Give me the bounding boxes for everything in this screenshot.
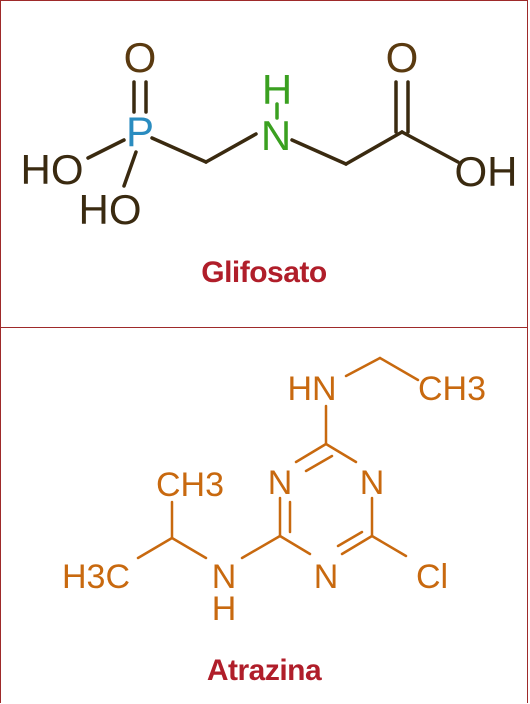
atom-ho-bottom: HO: [79, 186, 142, 233]
bond-c-oh: [400, 130, 460, 164]
glifosato-panel: O P HO HO H N O OH Glifosato: [0, 0, 528, 327]
atom-n-ring-left: N: [268, 464, 293, 502]
atom-cl: Cl: [416, 558, 448, 596]
bond-c-ch3: [378, 356, 420, 382]
glifosato-structure: O P HO HO H N O OH: [21, 34, 518, 233]
atom-n-amine: N: [212, 558, 237, 596]
bond-p-ho-bottom: [122, 150, 138, 188]
bond-p-c: [150, 136, 208, 164]
atom-oh-right: OH: [455, 148, 518, 195]
ring-bond-6: [340, 534, 374, 556]
atrazina-caption: Atrazina: [206, 654, 322, 687]
glifosato-caption: Glifosato: [201, 256, 327, 289]
atom-ho-left: HO: [21, 146, 84, 193]
atrazina-structure: HN CH3 CH3 N N N H3C N H Cl: [62, 356, 486, 628]
atom-ch3-left: CH3: [156, 466, 224, 504]
atom-h: H: [262, 66, 292, 113]
atom-o-acid: O: [386, 34, 419, 81]
ring-bond-6-inner: [336, 530, 364, 548]
atom-p: P: [126, 108, 154, 155]
atom-n: N: [261, 112, 291, 159]
atom-o-top: O: [124, 34, 157, 81]
atom-n-ring-bottom: N: [314, 558, 339, 596]
bond-c-c: [344, 130, 404, 166]
bond-ring-n: [240, 534, 282, 560]
ring-bond-2: [324, 442, 358, 464]
bond-n-ch: [170, 536, 208, 560]
atom-h-amine: H: [212, 590, 237, 628]
atom-ch3-top: CH3: [418, 370, 486, 408]
ring-bond-1-inner: [304, 454, 334, 473]
bond-p-ho-left: [86, 138, 126, 160]
bond-hn-c: [344, 356, 382, 378]
atom-h3c: H3C: [62, 558, 130, 596]
ring-bond-1: [294, 442, 328, 464]
atom-n-ring-right: N: [360, 464, 385, 502]
bond-n-c: [290, 138, 348, 166]
bond-c-n: [204, 132, 258, 164]
atrazina-panel: HN CH3 CH3 N N N H3C N H Cl Atrazina: [0, 327, 528, 704]
ring-bond-5: [278, 534, 312, 556]
bond-ring-cl: [370, 534, 408, 558]
atom-hn: HN: [287, 370, 336, 408]
bond-ch-h3c: [136, 536, 174, 560]
